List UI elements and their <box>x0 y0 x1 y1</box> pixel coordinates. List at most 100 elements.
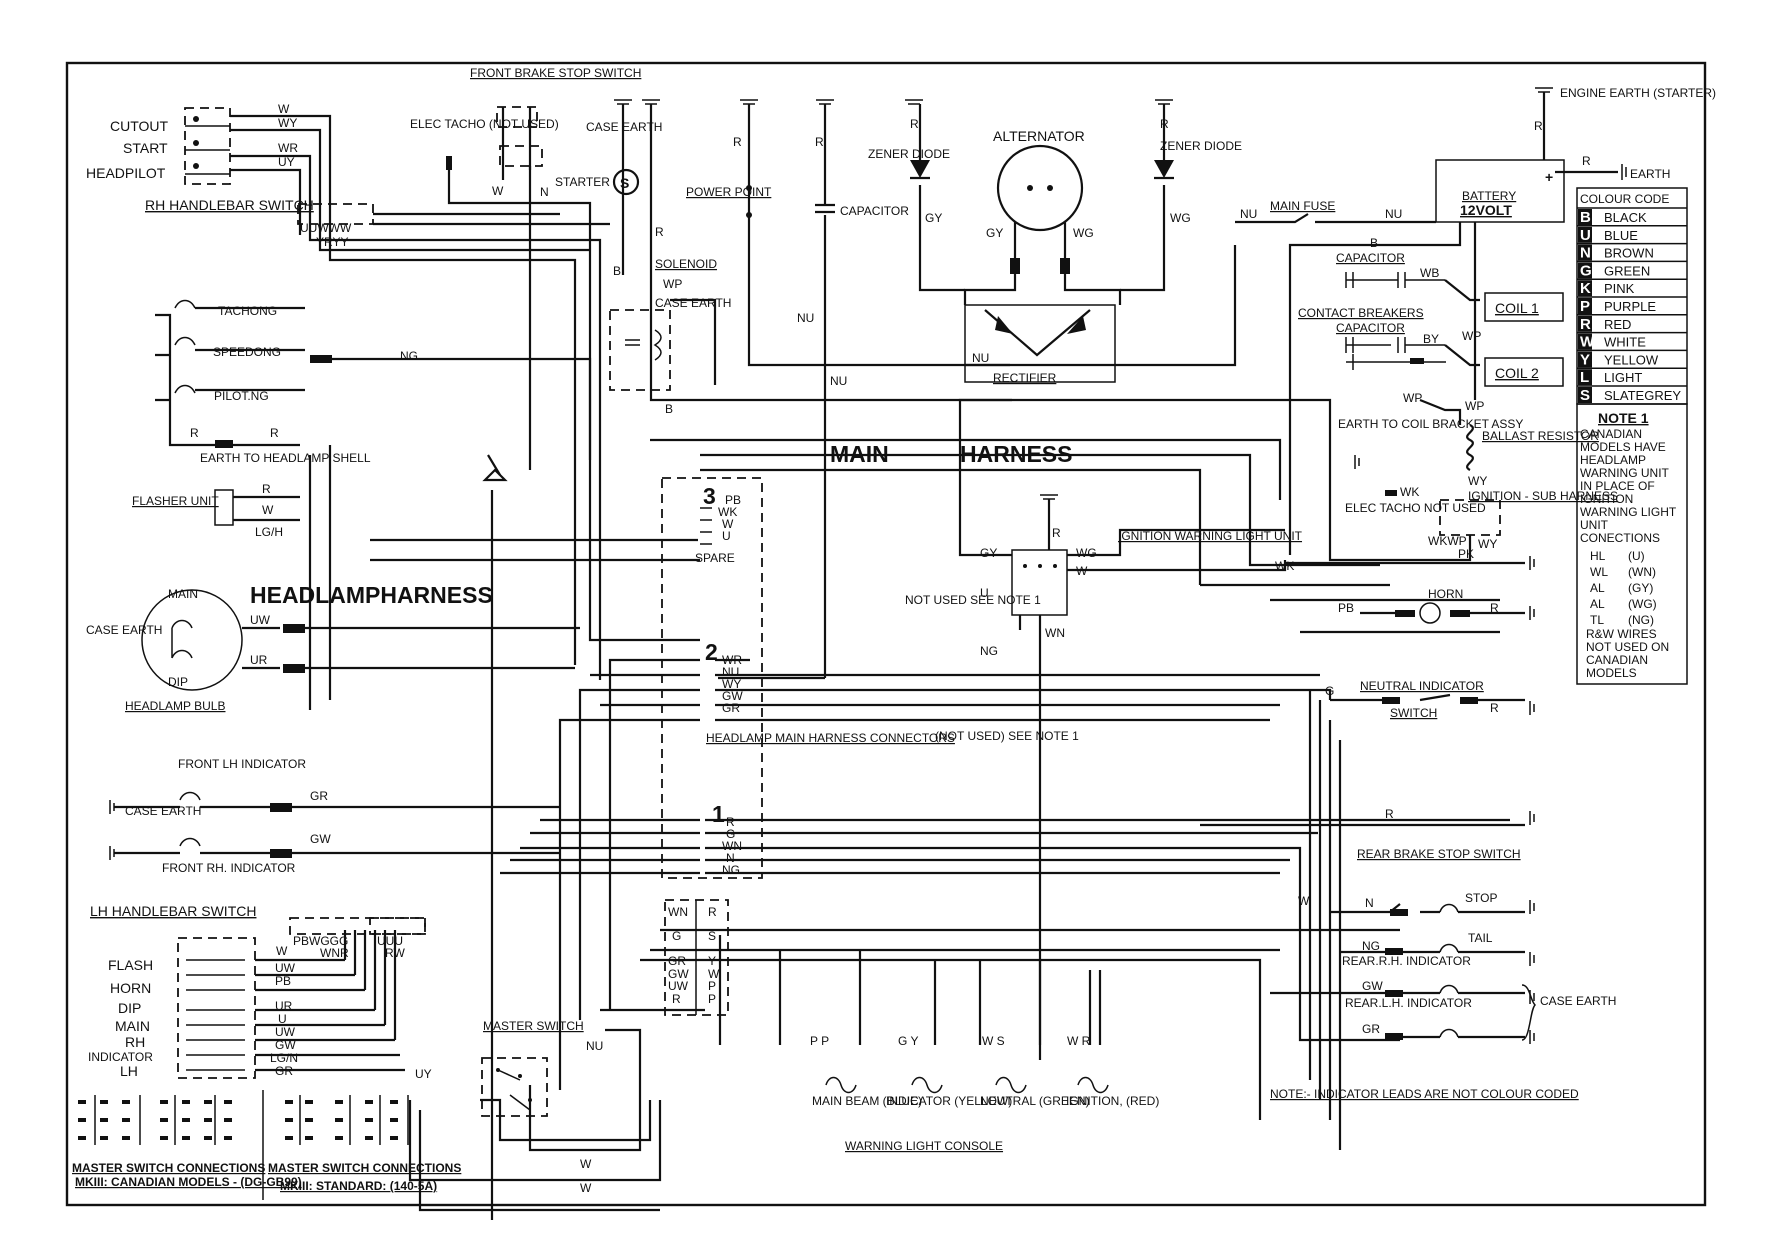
svg-text:GY: GY <box>980 546 997 560</box>
note1-foot-line: NOT USED ON <box>1586 640 1669 654</box>
bottom-note: NOTE:- INDICATOR LEADS ARE NOT COLOUR CO… <box>1270 1087 1579 1101</box>
note1-conn-wire: (U) <box>1628 549 1645 563</box>
pilot-label: PILOT.NG <box>214 389 269 403</box>
c4-r3: Y <box>708 954 716 968</box>
colour-code-key: U <box>1580 227 1591 244</box>
colour-code-key-box <box>1578 226 1592 243</box>
note1-line: WARNING UNIT <box>1580 466 1670 480</box>
svg-text:R: R <box>190 426 199 440</box>
ballast-label: BALLAST RESISTOR <box>1482 429 1599 443</box>
colour-code-key-box <box>1578 369 1592 386</box>
svg-text:R: R <box>1490 701 1499 715</box>
lamp4-label: IGNITION, (RED) <box>1066 1094 1159 1108</box>
svg-text:WP: WP <box>1465 399 1484 413</box>
dip-label: DIP <box>168 675 188 689</box>
c3-spare: SPARE <box>695 551 735 565</box>
svg-text:W: W <box>580 1181 592 1195</box>
svg-text:NG: NG <box>1362 939 1380 953</box>
lh-wire-8: LG/N <box>270 1051 298 1065</box>
lh-horn: HORN <box>110 980 151 996</box>
neutral-label: NEUTRAL INDICATOR <box>1360 679 1484 693</box>
c4-l1: WN <box>668 905 688 919</box>
rh-plug-bottom: YRYY <box>316 235 348 249</box>
main-harness-wires: WW UY <box>298 210 1510 1220</box>
colour-code-key: S <box>1580 387 1590 404</box>
svg-text:N: N <box>540 185 549 199</box>
lamp3-label: NEUTRAL (GREEN) <box>980 1094 1090 1108</box>
connector-1: 1 R G WN N NG <box>712 801 742 877</box>
battery-label: BATTERY <box>1462 189 1516 203</box>
svg-text:WY: WY <box>1478 537 1497 551</box>
c1-w2: G <box>726 827 735 841</box>
solenoid: SOLENOID WP CASE EARTH B <box>609 257 1012 416</box>
lh-wire-5: U <box>278 1012 287 1026</box>
colour-code-key: L <box>1580 369 1589 386</box>
svg-text:WP: WP <box>1462 329 1481 343</box>
c2-w5: GR <box>722 701 740 715</box>
rh-handlebar-switch: CUTOUT START HEADPILOT W WY WR UY RH HAN… <box>86 102 374 249</box>
note1-conn-code: TL <box>1590 613 1604 627</box>
note1-conn-code: HL <box>1590 549 1606 563</box>
diagram-frame <box>65 61 1707 1207</box>
svg-text:W: W <box>492 184 504 198</box>
starter-motor <box>612 168 640 196</box>
svg-text:R: R <box>910 117 919 131</box>
front-brake-stop-switch: FRONT BRAKE STOP SWITCH <box>470 66 641 180</box>
case-earth-label: CASE EARTH <box>586 120 662 134</box>
note1-line: CONECTIONS <box>1580 531 1660 545</box>
power-point-label: POWER POINT <box>686 185 772 199</box>
colour-code-value: GREEN <box>1604 263 1650 278</box>
ign-elec-tacho: ELEC TACHO NOT USED <box>1345 501 1486 515</box>
c4-r1: R <box>708 905 717 919</box>
lh-indicator: INDICATOR <box>88 1050 153 1064</box>
lh-wire-6: UW <box>275 1025 296 1039</box>
lh-handlebar-title: LH HANDLEBAR SWITCH <box>90 903 256 919</box>
svg-text:WP: WP <box>1403 391 1422 405</box>
ign-capacitor2-label: CAPACITOR <box>1336 321 1405 335</box>
svg-text:NU: NU <box>586 1039 603 1053</box>
horn-symbol <box>1419 602 1441 624</box>
flasher-label: FLASHER UNIT <box>132 494 219 508</box>
lh-plug-c: UUU <box>377 934 403 948</box>
c2-w3: WY <box>722 677 741 691</box>
rear-brake-label: REAR BRAKE STOP SWITCH <box>1357 847 1521 861</box>
c4-r6: P <box>708 992 716 1006</box>
svg-text:R: R <box>262 482 271 496</box>
note1-conn-wire: (NG) <box>1628 613 1654 627</box>
rh-wire-wr: WR <box>278 141 298 155</box>
colour-code-value: BLACK <box>1604 210 1647 225</box>
svg-text:W: W <box>580 1157 592 1171</box>
svg-text:LG/H: LG/H <box>255 525 283 539</box>
svg-text:NG: NG <box>980 644 998 658</box>
svg-text:WB: WB <box>1420 266 1439 280</box>
battery-group: ENGINE EARTH (STARTER) R BATTERY 12VOLT … <box>1235 86 1716 224</box>
contact-breakers-label: CONTACT BREAKERS <box>1298 306 1424 320</box>
c2-num: 2 <box>705 639 718 665</box>
front-brake-label: FRONT BRAKE STOP SWITCH <box>470 66 641 80</box>
master-switch-label: MASTER SWITCH <box>483 1019 584 1033</box>
earth-shell-label: EARTH TO HEADLAMP SHELL <box>200 451 371 465</box>
c1-w4: N <box>726 851 735 865</box>
c3-w1: PB <box>725 493 741 507</box>
svg-text:R: R <box>1052 526 1061 540</box>
main-beam-label: MAIN <box>168 587 198 601</box>
svg-text:GW: GW <box>310 832 331 846</box>
coil1-label: COIL 1 <box>1495 300 1539 316</box>
colour-code-key-box <box>1578 280 1592 297</box>
svg-text:GR: GR <box>1362 1022 1380 1036</box>
canadian-conn-sub: MKIII: CANADIAN MODELS - (DG-GB99) <box>75 1175 302 1189</box>
svg-text:WG: WG <box>1170 211 1191 225</box>
note1-conn-wire: (GY) <box>1628 581 1653 595</box>
colour-code-value: YELLOW <box>1604 352 1659 367</box>
colour-code-value: PURPLE <box>1604 299 1656 314</box>
rh-wire-w: W <box>278 102 290 116</box>
main-label: MAIN <box>830 441 889 467</box>
colour-code-key: P <box>1580 298 1590 315</box>
note1-conn-code: AL <box>1590 597 1605 611</box>
c3-w2: WK <box>718 505 737 519</box>
svg-text:N: N <box>1365 896 1374 910</box>
colour-code-value: BROWN <box>1604 246 1654 261</box>
zener-right-label: ZENER DIODE <box>1160 139 1242 153</box>
